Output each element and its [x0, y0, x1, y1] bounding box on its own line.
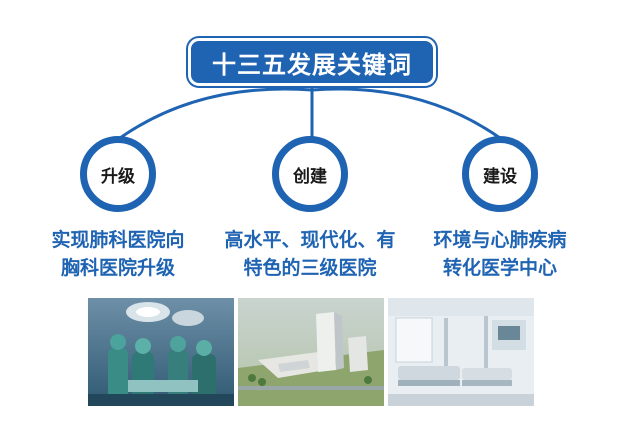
keyword-label-create: 创建: [293, 162, 327, 187]
keyword-label-upgrade: 升级: [101, 162, 135, 187]
keyword-description-upgrade: 实现肺科医院向 胸科医院升级: [13, 226, 223, 282]
connector-line-left: [120, 82, 312, 138]
keyword-circle-upgrade: 升级: [80, 136, 156, 212]
description-line: 特色的三级医院: [205, 254, 415, 282]
description-line: 转化医学中心: [395, 254, 605, 282]
keyword-description-build: 环境与心肺疾病 转化医学中心: [395, 226, 605, 282]
title-box: 十三五发展关键词: [188, 38, 436, 86]
hospital-building-aerial-photo: [238, 298, 384, 406]
connector-line-right: [312, 82, 500, 138]
keyword-label-build: 建设: [483, 162, 517, 187]
description-line: 环境与心肺疾病: [395, 226, 605, 254]
keyword-circle-build: 建设: [462, 136, 538, 212]
description-line: 高水平、现代化、有: [205, 226, 415, 254]
description-line: 实现肺科医院向: [13, 226, 223, 254]
operating-room-photo: [88, 298, 234, 406]
keyword-circle-create: 创建: [272, 136, 348, 212]
keyword-description-create: 高水平、现代化、有 特色的三级医院: [205, 226, 415, 282]
description-line: 胸科医院升级: [13, 254, 223, 282]
title-text: 十三五发展关键词: [212, 45, 412, 80]
hospital-ward-photo: [388, 298, 534, 406]
